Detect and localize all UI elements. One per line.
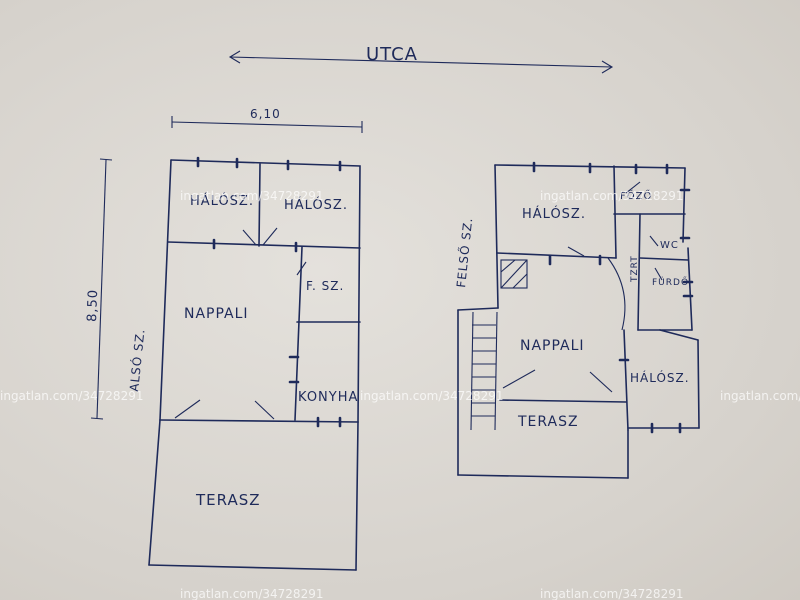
- upper-wc-label: WC: [660, 240, 679, 251]
- ground-living-label: NAPPALI: [184, 306, 249, 322]
- watermark-mid-left: ingatlan.com/34728291: [0, 389, 143, 403]
- ground-kitchen-label: KONYHA: [298, 390, 358, 405]
- watermark-top-right: ingatlan.com/34728291: [540, 189, 683, 203]
- ground-bedroom-right-label: HÁLÓSZ.: [284, 197, 348, 213]
- upper-hall-label: FŐZŐ: [620, 188, 652, 202]
- ground-bedroom-left-label: HÁLÓSZ.: [190, 193, 254, 209]
- watermark-mid-center: ingatlan.com/34728291: [360, 389, 503, 403]
- ground-floor-level-label: ALSÓ SZ.: [126, 328, 148, 393]
- ground-floor-plan: [148, 156, 361, 571]
- height-dimension-label: 8,50: [85, 289, 101, 322]
- street-arrow: [228, 50, 614, 74]
- upper-bedroom-top-label: HÁLÓSZ.: [522, 206, 586, 222]
- upper-living-label: NAPPALI: [520, 338, 585, 354]
- ground-terrace-label: TERASZ: [195, 491, 261, 509]
- upper-corridor-label: TZRT: [630, 255, 640, 283]
- ground-fsz-label: F. SZ.: [306, 279, 344, 293]
- watermark-bottom-center: ingatlan.com/34728291: [180, 587, 323, 600]
- street-label: UTCA: [366, 44, 418, 65]
- watermark-top-center: ingatlan.com/34728291: [180, 189, 323, 203]
- height-dimension-line: [90, 158, 113, 420]
- watermark-mid-right: ingatlan.com/34728291: [720, 389, 800, 403]
- width-dimension-label: 6,10: [250, 107, 281, 121]
- upper-floor-level-label: FELSŐ SZ.: [453, 216, 475, 288]
- upper-stair-treads: [471, 324, 496, 417]
- upper-bedroom-side-label: HÁLÓSZ.: [630, 370, 690, 385]
- upper-bathroom-label: FÜRDŐ: [652, 277, 689, 288]
- upper-terrace-label: TERASZ: [517, 414, 579, 430]
- watermark-bottom-right: ingatlan.com/34728291: [540, 587, 683, 600]
- width-dimension-line: [171, 116, 363, 133]
- upper-floor-plan: [457, 161, 700, 479]
